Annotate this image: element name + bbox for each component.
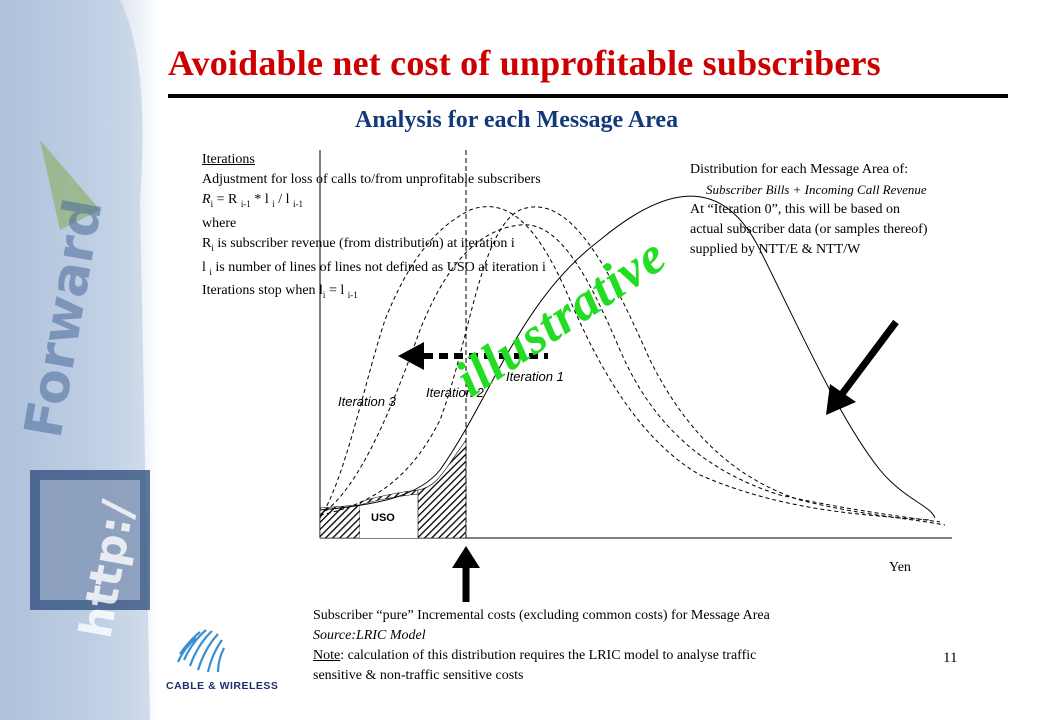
uso-box [360, 492, 418, 538]
distribution-curve-iteration3 [319, 206, 931, 521]
slide-subtitle: Analysis for each Message Area [355, 107, 679, 133]
iterations-heading: Iterations [202, 152, 255, 167]
distribution-curve-iteration2 [319, 224, 941, 523]
distribution-line-2: Subscriber Bills + Incoming Call Revenue [706, 182, 927, 197]
subscriber-costs-explanation: Subscriber “pure” Incremental costs (exc… [313, 606, 770, 686]
page-number: 11 [943, 650, 958, 666]
slide-title: Avoidable net cost of unprofitable subsc… [168, 43, 881, 83]
iteration-1-label: Iteration 1 [506, 369, 564, 384]
distribution-curve-iteration0 [319, 195, 936, 519]
distribution-line-5: supplied by NTT/E & NTT/W [690, 242, 861, 257]
uso-hatch-right [417, 439, 467, 539]
distribution-explanation: Distribution for each Message Area of: S… [690, 160, 928, 260]
subscriber-costs-line-1: Subscriber “pure” Incremental costs (exc… [313, 608, 770, 623]
distribution-pointer-arrow-icon [826, 384, 856, 415]
iteration-2-label: Iteration 2 [426, 385, 484, 400]
iteration-3-label: Iteration 3 [338, 394, 396, 409]
distribution-line-1: Distribution for each Message Area of: [690, 162, 909, 177]
iterations-where: where [202, 215, 237, 231]
iterations-l-description: l i is number of lines of lines not defi… [202, 259, 546, 277]
subscriber-costs-note: Note: calculation of this distribution r… [313, 648, 757, 663]
globe-icon [176, 629, 225, 673]
distribution-pointer-line [839, 319, 899, 397]
title-underline [168, 94, 1008, 98]
distribution-line-4: actual subscriber data (or samples there… [690, 222, 928, 237]
cost-pointer-arrow-icon [452, 546, 480, 568]
subscriber-costs-source: Source:LRIC Model [313, 628, 426, 643]
logo-wordmark: CABLE & WIRELESS [166, 680, 279, 692]
uso-label: USO [371, 512, 395, 524]
browser-watermark-panel: Forward http:/ [0, 0, 160, 720]
iterations-adjustment-line: Adjustment for loss of calls to/from unp… [202, 172, 541, 187]
forward-arrow-icon [40, 140, 100, 230]
x-axis-unit-label: Yen [889, 560, 911, 575]
iterations-explanation: Iterations Adjustment for loss of calls … [202, 150, 546, 305]
subscriber-costs-note-line-2: sensitive & non-traffic sensitive costs [313, 668, 524, 683]
iteration-shift-arrow-icon [398, 342, 424, 370]
iterations-formula: Ri = R i-1 * l i / l i-1 [202, 192, 303, 209]
cable-wireless-logo [176, 629, 225, 673]
iterations-stop-condition: Iterations stop when li = l i-1 [202, 283, 358, 301]
distribution-line-3: At “Iteration 0”, this will be based on [690, 202, 900, 217]
distribution-curve-iteration1 [319, 206, 946, 526]
iterations-r-description: Ri is subscriber revenue (from distribut… [202, 235, 515, 253]
